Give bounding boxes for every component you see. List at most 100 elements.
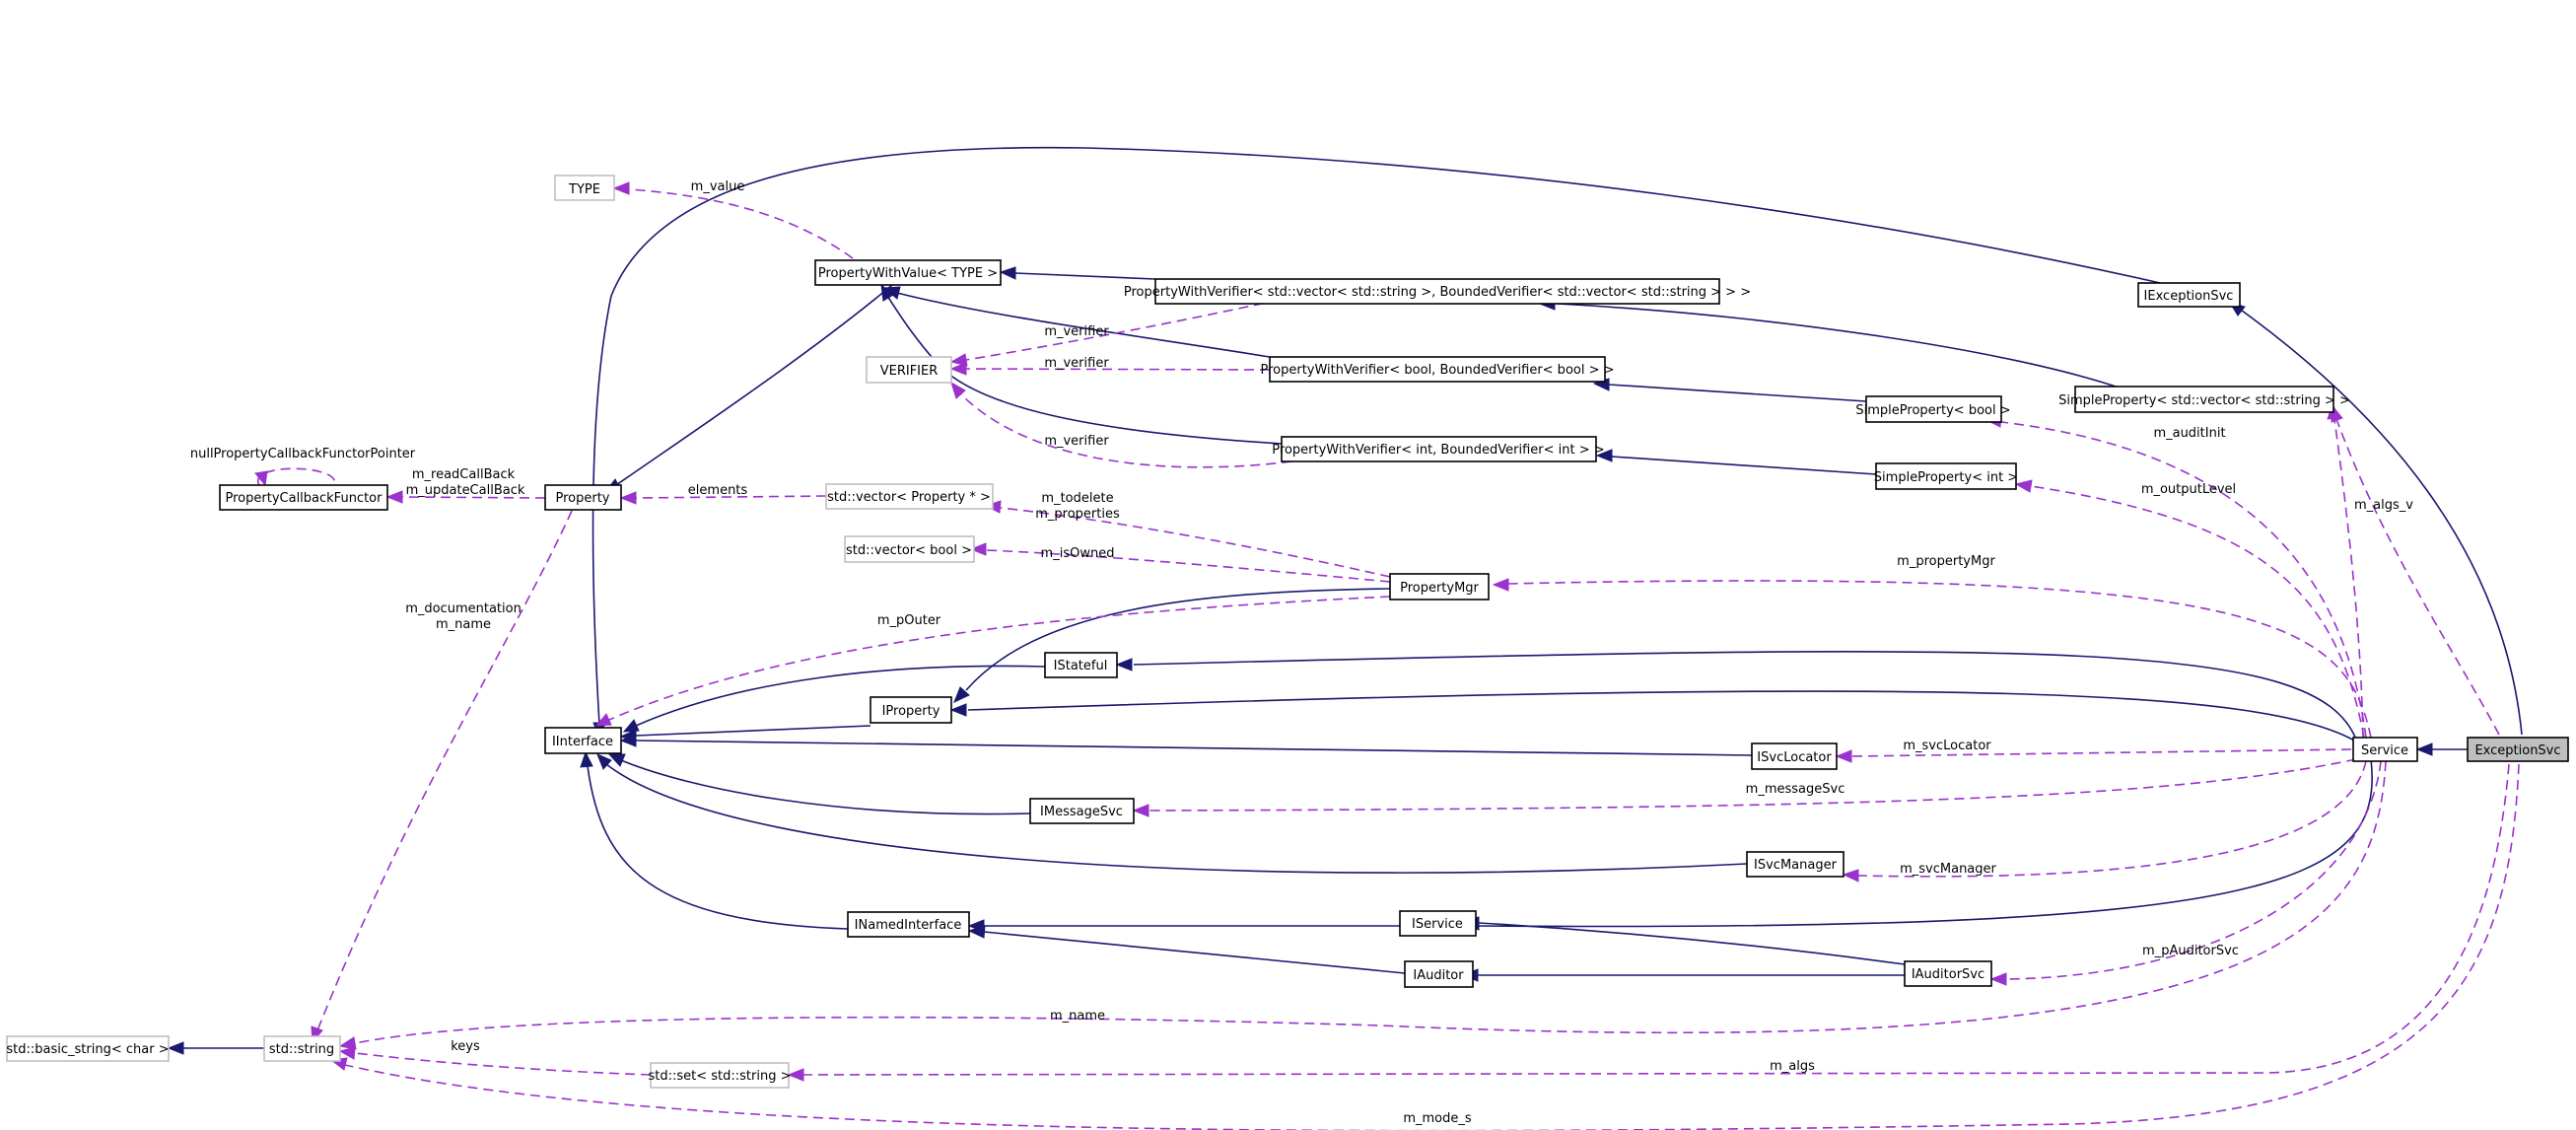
svg-text:std::vector< Property * >: std::vector< Property * > — [827, 490, 991, 505]
class-node-service[interactable]: Service — [2352, 737, 2418, 762]
arrowhead — [949, 362, 967, 376]
edge-service-istateful — [1133, 651, 2357, 741]
class-node-iauditor[interactable]: IAuditor — [1404, 960, 1474, 988]
arrowhead — [2014, 479, 2033, 493]
svg-text:IExceptionSvc: IExceptionSvc — [2144, 289, 2234, 304]
svg-text:PropertyCallbackFunctor: PropertyCallbackFunctor — [226, 491, 383, 506]
edge-service-imessagesvc — [1148, 758, 2357, 812]
svg-text:IMessageSvc: IMessageSvc — [1040, 805, 1123, 819]
svg-text:SimpleProperty< std::vector< s: SimpleProperty< std::vector< std::string… — [2058, 393, 2350, 408]
edge-exceptionsvc-iexceptionsvc — [2237, 307, 2523, 736]
edge-label-m-verifier-vec: m_verifier — [1044, 324, 1109, 339]
edge-label-m-messagesvc: m_messageSvc — [1746, 782, 1845, 797]
arrowhead — [1842, 869, 1859, 883]
class-node-iservice[interactable]: IService — [1399, 910, 1477, 937]
class-node-basic-string[interactable]: std::basic_string< char > — [6, 1035, 170, 1062]
arrowhead — [622, 719, 640, 733]
edge-label-m-name-service: m_name — [1050, 1009, 1105, 1024]
class-node-vector-bool[interactable]: std::vector< bool > — [844, 535, 975, 563]
class-node-property-with-verifier-bool[interactable]: PropertyWithVerifier< bool, BoundedVerif… — [1260, 356, 1615, 383]
class-node-isvclocator[interactable]: ISvcLocator — [1751, 742, 1838, 770]
class-node-std-string[interactable]: std::string — [263, 1035, 341, 1062]
arrowhead — [1115, 658, 1133, 671]
edge-service-isvclocator — [1850, 748, 2352, 757]
class-node-property-mgr[interactable]: PropertyMgr — [1389, 573, 1490, 600]
class-node-type[interactable]: TYPE — [554, 175, 615, 201]
edge-spbool-pwvbool — [1608, 384, 1867, 402]
svg-text:PropertyWithVerifier< std::vec: PropertyWithVerifier< std::vector< std::… — [1124, 285, 1751, 300]
class-node-vector-property[interactable]: std::vector< Property * > — [825, 483, 994, 510]
arrowhead — [953, 686, 970, 703]
class-node-verifier[interactable]: VERIFIER — [866, 356, 952, 384]
edge-label-m-value: m_value — [691, 179, 745, 194]
edge-label-m-pouter: m_pOuter — [877, 613, 941, 628]
class-node-property-callback-functor[interactable]: PropertyCallbackFunctor — [219, 484, 388, 511]
edge-propmgr-vecprop — [1000, 507, 1391, 578]
edge-inamedinterface-iinterface — [587, 765, 849, 930]
edge-iproperty-iinterface — [635, 725, 871, 737]
class-node-iinterface[interactable]: IInterface — [544, 727, 622, 754]
svg-text:IProperty: IProperty — [882, 704, 940, 719]
class-node-property-with-value[interactable]: PropertyWithValue< TYPE > — [814, 259, 1002, 286]
edge-service-propmgr — [1507, 580, 2372, 739]
class-node-property[interactable]: Property — [544, 484, 622, 511]
edge-label-m-isowned: m_isOwned — [1041, 546, 1115, 561]
class-node-istateful[interactable]: IStateful — [1044, 652, 1118, 678]
svg-text:PropertyMgr: PropertyMgr — [1400, 581, 1479, 596]
svg-text:ISvcLocator: ISvcLocator — [1757, 750, 1832, 765]
edge-label-m-readcallback: m_readCallBack — [412, 467, 516, 482]
edge-service-spbool — [2000, 421, 2367, 739]
svg-text:INamedInterface: INamedInterface — [855, 918, 962, 933]
edge-label-m-updatecallback: m_updateCallBack — [406, 483, 525, 498]
edge-isvclocator-iinterface — [635, 740, 1753, 756]
edge-pwvbool-verifier — [965, 368, 1271, 371]
edge-iauditorsvc-iservice — [1478, 922, 1906, 965]
edge-label-m-pauditorsvc: m_pAuditorSvc — [2142, 944, 2239, 958]
edge-label-m-todelete: m_todelete — [1041, 491, 1113, 506]
class-node-iproperty[interactable]: IProperty — [870, 696, 952, 724]
arrowhead — [619, 734, 637, 747]
edge-exceptionsvc-spvec — [2335, 418, 2500, 736]
edge-pwvbool-pwv — [896, 292, 1271, 358]
edge-setstring-stdstring — [354, 1052, 652, 1076]
arrowhead — [967, 925, 986, 939]
class-node-set-string[interactable]: std::set< std::string > — [649, 1062, 792, 1089]
class-node-isvcmanager[interactable]: ISvcManager — [1746, 851, 1845, 878]
class-node-simple-property-bool[interactable]: SimpleProperty< bool > — [1855, 395, 2011, 423]
edge-isvcmanager-iinterface — [605, 763, 1748, 874]
edge-label-m-properties: m_properties — [1035, 507, 1120, 522]
svg-text:IAuditor: IAuditor — [1413, 968, 1464, 983]
edge-exceptionsvc-stdstring — [344, 763, 2520, 1130]
arrowhead — [1989, 972, 2007, 986]
svg-text:VERIFIER: VERIFIER — [880, 364, 939, 379]
svg-text:ISvcManager: ISvcManager — [1754, 858, 1838, 873]
edge-pwvvec-pwv — [1014, 272, 1156, 280]
arrowhead — [338, 1046, 356, 1060]
arrowhead — [1595, 449, 1613, 462]
class-node-simple-property-int[interactable]: SimpleProperty< int > — [1874, 462, 2018, 490]
edge-label-m-svcmanager: m_svcManager — [1900, 862, 1996, 877]
class-node-iauditorsvc[interactable]: IAuditorSvc — [1904, 960, 1992, 987]
edge-label-m-name-property: m_name — [436, 617, 491, 632]
svg-text:std::basic_string< char >: std::basic_string< char > — [6, 1042, 169, 1057]
svg-text:std::vector< bool >: std::vector< bool > — [846, 543, 972, 558]
edge-label-layer: m_value m_verifier m_verifier m_verifier… — [190, 179, 2413, 1126]
svg-text:SimpleProperty< int >: SimpleProperty< int > — [1874, 470, 2018, 485]
arrowhead — [2415, 742, 2433, 756]
class-node-imessagesvc[interactable]: IMessageSvc — [1029, 798, 1135, 824]
edge-service-iservice — [1478, 758, 2373, 928]
class-node-property-with-verifier-vector[interactable]: PropertyWithVerifier< std::vector< std::… — [1124, 278, 1751, 305]
class-node-property-with-verifier-int[interactable]: PropertyWithVerifier< int, BoundedVerifi… — [1272, 436, 1605, 462]
arrowhead — [580, 750, 593, 768]
svg-text:ExceptionSvc: ExceptionSvc — [2474, 743, 2560, 758]
arrowhead — [596, 753, 612, 770]
arrowhead — [949, 353, 968, 367]
edge-label-m-mode-s: m_mode_s — [1403, 1111, 1472, 1126]
class-node-simple-property-vector[interactable]: SimpleProperty< std::vector< std::string… — [2058, 386, 2350, 413]
class-node-iexceptionsvc[interactable]: IExceptionSvc — [2137, 282, 2241, 308]
svg-text:IInterface: IInterface — [552, 735, 613, 749]
class-node-exceptionsvc[interactable]: ExceptionSvc — [2467, 737, 2569, 762]
edge-label-m-algs-v: m_algs_v — [2354, 498, 2413, 513]
edge-label-m-propertymgr: m_propertyMgr — [1897, 554, 1995, 569]
class-node-inamedinterface[interactable]: INamedInterface — [847, 911, 970, 938]
